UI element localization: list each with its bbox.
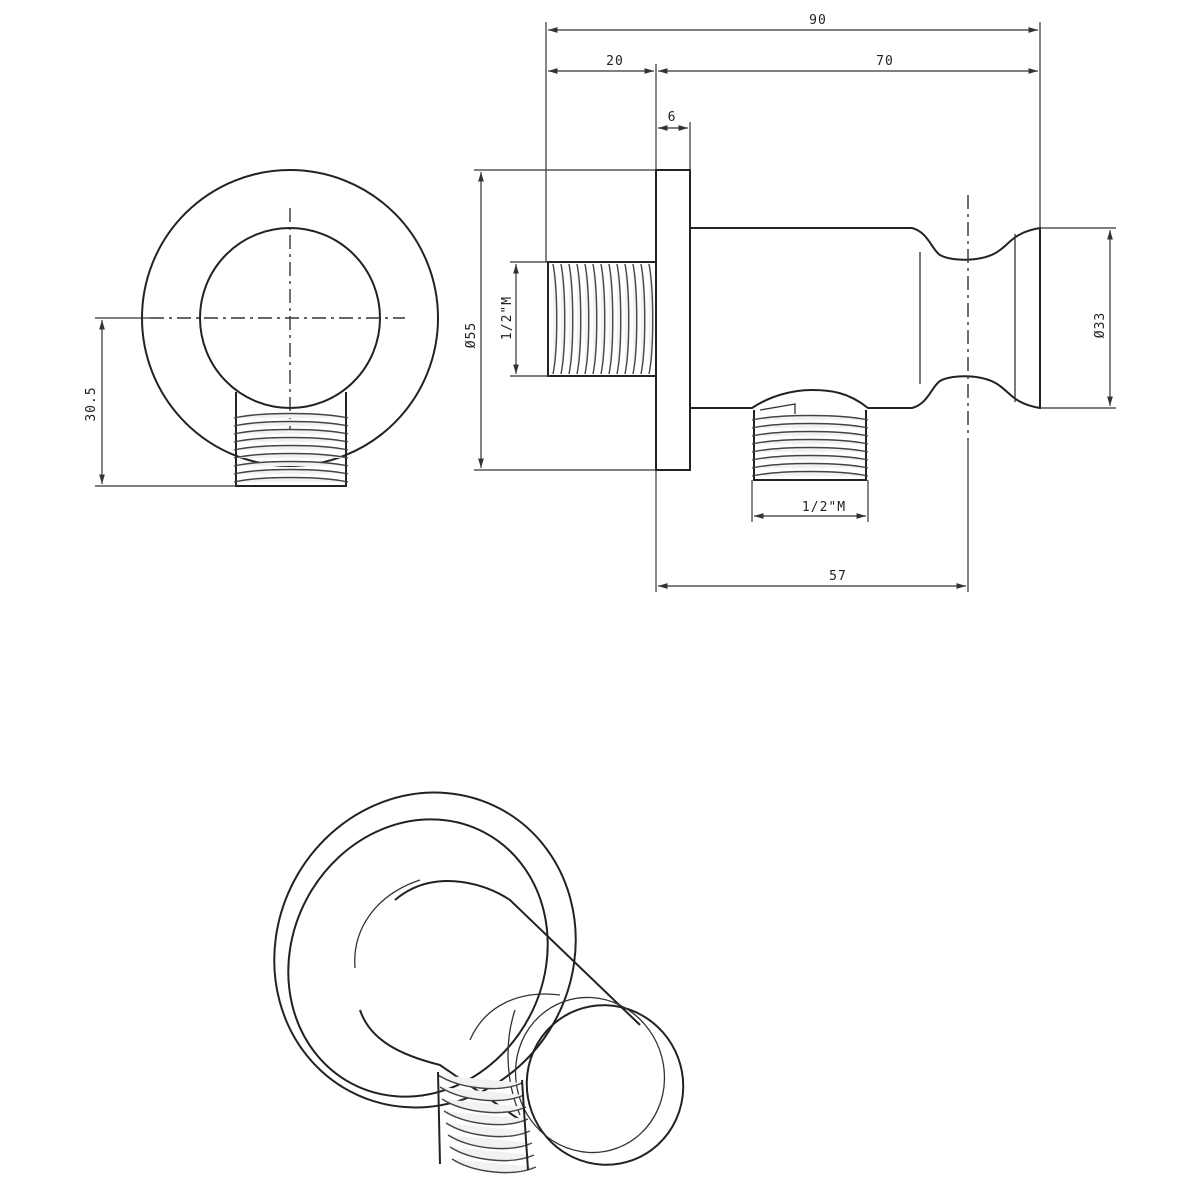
- inlet-thread-ridge: [552, 263, 558, 375]
- inlet-thread-ridge: [584, 263, 590, 375]
- iso-body-top-edge: [394, 880, 641, 1026]
- iso-thread-ridge: [449, 1146, 535, 1162]
- iso-thread-ridge: [445, 1122, 531, 1138]
- inlet-thread-ridge: [592, 263, 598, 375]
- dim-plate-thickness-label: 6: [668, 110, 677, 125]
- isometric-view: [273, 791, 685, 1174]
- inlet-thread-ridge: [616, 263, 622, 375]
- iso-thread-outline: [437, 1071, 529, 1171]
- side-inlet-thread: [547, 261, 657, 377]
- iso-thread-ridge: [437, 1074, 523, 1090]
- front-thread-ridge: [233, 468, 349, 475]
- front-thread-ridge: [233, 436, 349, 443]
- inlet-thread-ridge: [648, 263, 654, 375]
- outlet-thread-ridge: [751, 422, 869, 429]
- inlet-thread-ridge: [624, 263, 630, 375]
- dim-outlet-height-label: 30.5: [84, 386, 99, 421]
- outlet-thread-ridge: [751, 470, 869, 477]
- dim-plate-offset-label: 20: [606, 54, 624, 69]
- outlet-thread-outline: [753, 410, 867, 481]
- outlet-thread-ridge: [751, 446, 869, 453]
- inlet-thread-ridge: [608, 263, 614, 375]
- iso-plate-back: [273, 791, 577, 1109]
- front-thread-ridge: [233, 452, 349, 459]
- iso-thread-ridge: [441, 1098, 527, 1114]
- front-thread-ridge: [233, 476, 349, 483]
- inlet-thread-ridge: [568, 263, 574, 375]
- front-view: 30.5: [84, 169, 439, 487]
- front-thread-ridge: [233, 420, 349, 427]
- dim-plate-diameter-label: Ø55: [464, 322, 479, 348]
- front-thread-ridge: [233, 412, 349, 419]
- side-view: 90 20 70 6 Ø55 1/2"M Ø33 1/2"M: [464, 13, 1116, 592]
- iso-thread-ridge: [439, 1086, 525, 1102]
- side-outlet-thread: [751, 403, 869, 481]
- iso-body-inner-line: [354, 879, 421, 969]
- iso-thread-ridge: [443, 1110, 529, 1126]
- inlet-thread-ridge: [640, 263, 646, 375]
- iso-neck-lines: [469, 993, 561, 1116]
- front-thread-ridge: [233, 428, 349, 435]
- outlet-thread-ridge: [751, 454, 869, 461]
- dim-outlet-position-label: 57: [829, 569, 847, 584]
- inlet-thread-ridge: [560, 263, 566, 375]
- front-outlet-thread: [233, 392, 349, 487]
- dim-overall-length-label: 90: [809, 13, 827, 28]
- iso-thread-ridge: [447, 1134, 533, 1150]
- iso-end-cap: [525, 1004, 685, 1166]
- iso-end-cap-ring: [514, 996, 666, 1154]
- dim-outlet-thread-label: 1/2"M: [802, 500, 846, 515]
- outlet-thread-ridge: [751, 430, 869, 437]
- outlet-thread-cut: [759, 403, 796, 414]
- outlet-thread-ridge: [751, 414, 869, 421]
- inlet-thread-ridge: [632, 263, 638, 375]
- inlet-thread-ridge: [600, 263, 606, 375]
- iso-body-bottom-edge: [359, 1009, 521, 1121]
- outlet-thread-ridge: [751, 462, 869, 469]
- side-wall-plate: [655, 169, 691, 471]
- dim-inlet-thread-label: 1/2"M: [500, 296, 515, 340]
- iso-outlet-thread: [437, 1071, 537, 1174]
- iso-thread-ridge: [451, 1158, 537, 1174]
- outlet-thread-ridge: [751, 438, 869, 445]
- dim-holder-diameter-label: Ø33: [1093, 312, 1108, 338]
- dim-body-length-label: 70: [876, 54, 894, 69]
- inlet-thread-ridge: [576, 263, 582, 375]
- iso-plate-front: [287, 818, 549, 1098]
- front-thread-ridge: [233, 460, 349, 467]
- front-thread-outline: [235, 392, 347, 487]
- front-thread-ridge: [233, 444, 349, 451]
- inlet-thread-outline: [547, 261, 657, 377]
- side-body-outline: [690, 226, 1041, 410]
